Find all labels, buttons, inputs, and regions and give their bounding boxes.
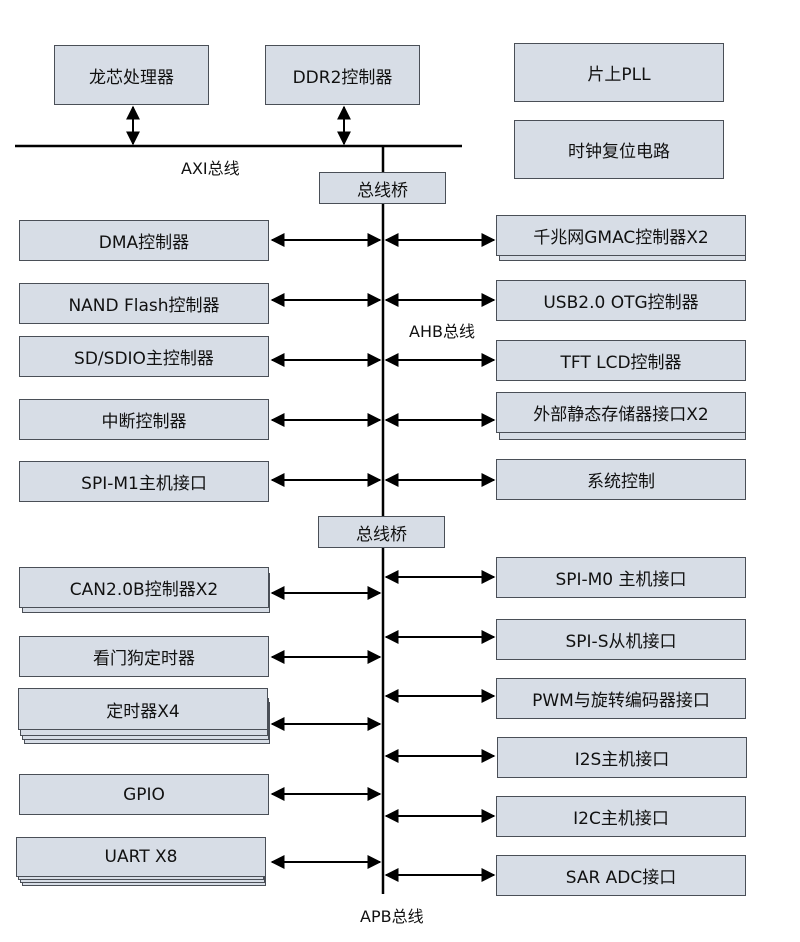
uart-block: UART X8	[16, 837, 266, 877]
watchdog-timer-block: 看门狗定时器	[19, 636, 269, 677]
i2c-host-block: I2C主机接口	[496, 796, 746, 837]
ddr2-controller-block: DDR2控制器	[265, 45, 420, 105]
spi-m0-host-block: SPI-M0 主机接口	[496, 557, 746, 598]
pwm-encoder-block: PWM与旋转编码器接口	[496, 678, 746, 719]
can-controller-block: CAN2.0B控制器X2	[19, 567, 269, 608]
sd-sdio-controller-block: SD/SDIO主控制器	[19, 336, 269, 377]
loongson-cpu-block: 龙芯处理器	[54, 45, 209, 105]
dma-controller-block: DMA控制器	[19, 220, 269, 261]
gpio-block: GPIO	[19, 774, 269, 815]
pll-block: 片上PLL	[514, 43, 724, 102]
ahb-bus-label: AHB总线	[409, 322, 475, 341]
timer-block: 定时器X4	[18, 688, 268, 730]
gmac-controller-block: 千兆网GMAC控制器X2	[496, 215, 746, 256]
ext-static-memory-block: 外部静态存储器接口X2	[496, 392, 746, 433]
sar-adc-block: SAR ADC接口	[496, 855, 746, 896]
spi-s-slave-block: SPI-S从机接口	[496, 619, 746, 660]
axi-ahb-bridge: 总线桥	[319, 172, 446, 204]
i2s-host-block: I2S主机接口	[497, 737, 747, 778]
interrupt-controller-block: 中断控制器	[19, 399, 269, 440]
clock-reset-block: 时钟复位电路	[514, 120, 724, 179]
tft-lcd-controller-block: TFT LCD控制器	[496, 340, 746, 381]
nand-flash-controller-block: NAND Flash控制器	[19, 283, 269, 324]
usb-otg-controller-block: USB2.0 OTG控制器	[496, 280, 746, 321]
system-control-block: 系统控制	[496, 459, 746, 500]
ahb-apb-bridge: 总线桥	[318, 516, 445, 548]
axi-bus-label: AXI总线	[181, 159, 240, 178]
spi-m1-host-block: SPI-M1主机接口	[19, 461, 269, 502]
apb-bus-label: APB总线	[360, 907, 424, 926]
